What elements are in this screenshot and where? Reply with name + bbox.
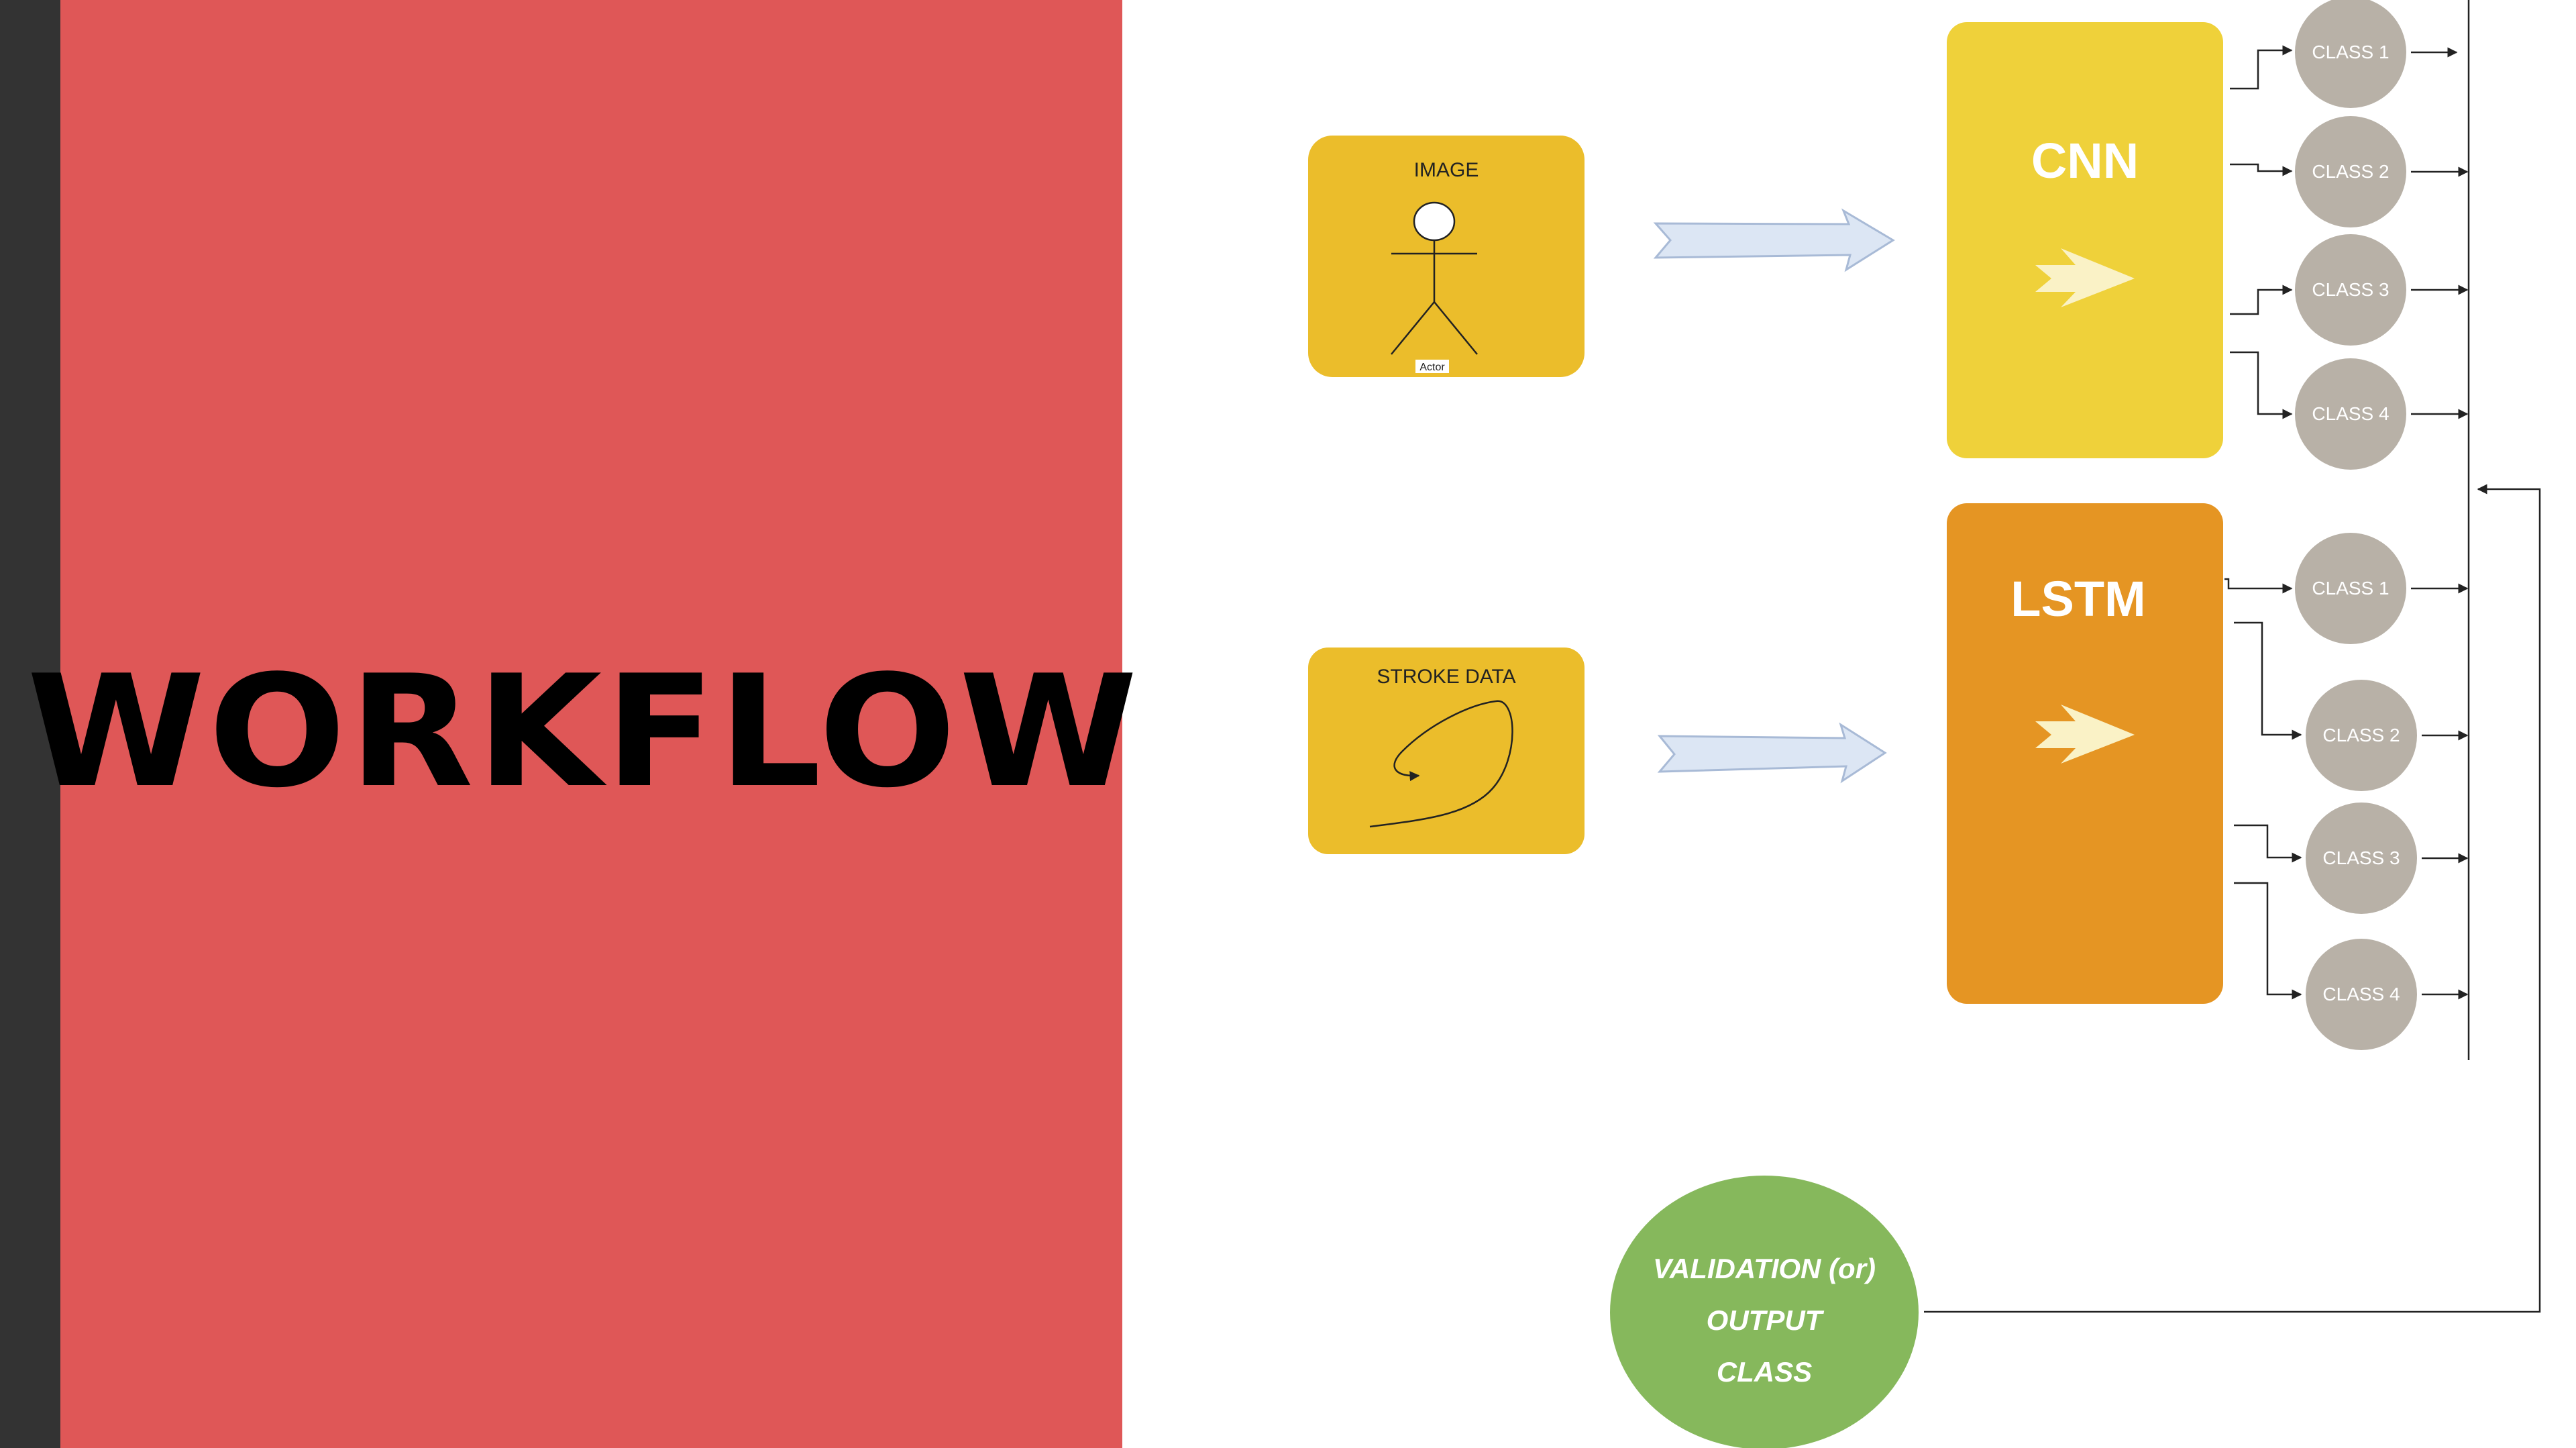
class-output-arrows bbox=[2411, 47, 2469, 1000]
lstm-class-node: CLASS 3 bbox=[2306, 803, 2417, 914]
slide-title: WORKFLOW bbox=[26, 643, 1141, 822]
title-panel bbox=[60, 0, 1122, 1448]
lstm-class-node: CLASS 4 bbox=[2306, 939, 2417, 1050]
lstm-model-node: LSTM bbox=[1947, 503, 2223, 1004]
lstm-class-nodes: CLASS 1 CLASS 2 CLASS 3 CLASS 4 bbox=[2295, 533, 2417, 1050]
stroke-data-input-node: STROKE DATA bbox=[1308, 648, 1585, 854]
svg-text:CLASS 1: CLASS 1 bbox=[2312, 578, 2389, 599]
output-class-node: VALIDATION (or) OUTPUT CLASS bbox=[1610, 1176, 1919, 1448]
svg-text:CLASS 2: CLASS 2 bbox=[2322, 725, 2400, 745]
lstm-arrow-icon bbox=[2035, 705, 2135, 764]
cnn-model-node: CNN bbox=[1947, 22, 2223, 458]
output-line-1: VALIDATION (or) bbox=[1653, 1253, 1876, 1284]
cnn-class-nodes: CLASS 1 CLASS 2 CLASS 3 CLASS 4 bbox=[2295, 0, 2406, 470]
cnn-class-node: CLASS 3 bbox=[2295, 234, 2406, 346]
svg-text:CLASS 3: CLASS 3 bbox=[2312, 279, 2389, 300]
actor-caption: Actor bbox=[1419, 362, 1445, 373]
flow-arrow-image-to-cnn bbox=[1653, 208, 1895, 272]
image-label: IMAGE bbox=[1414, 159, 1479, 181]
cnn-class-node: CLASS 1 bbox=[2295, 0, 2406, 108]
svg-text:CLASS 4: CLASS 4 bbox=[2312, 403, 2389, 424]
output-line-3: CLASS bbox=[1717, 1356, 1812, 1388]
svg-text:CLASS 3: CLASS 3 bbox=[2322, 847, 2400, 868]
output-line-2: OUTPUT bbox=[1707, 1304, 1825, 1336]
lstm-class-node: CLASS 1 bbox=[2295, 533, 2406, 644]
cnn-label: CNN bbox=[2031, 133, 2139, 189]
stroke-squiggle-icon bbox=[1369, 700, 1513, 828]
svg-text:CLASS 1: CLASS 1 bbox=[2312, 42, 2389, 62]
lstm-label: LSTM bbox=[2010, 571, 2145, 627]
lstm-connectors bbox=[2224, 578, 2302, 1000]
lstm-class-node: CLASS 2 bbox=[2306, 680, 2417, 791]
cnn-class-node: CLASS 2 bbox=[2295, 116, 2406, 227]
cnn-arrow-icon bbox=[2035, 248, 2135, 307]
actor-icon bbox=[1391, 201, 1478, 355]
feedback-connector bbox=[1924, 484, 2541, 1313]
cnn-connectors bbox=[2230, 45, 2293, 419]
svg-text:CLASS 2: CLASS 2 bbox=[2312, 161, 2389, 182]
cnn-class-node: CLASS 4 bbox=[2295, 358, 2406, 470]
left-accent-bar bbox=[0, 0, 60, 1448]
flow-arrow-stroke-to-lstm bbox=[1657, 722, 1887, 784]
image-input-node: IMAGE Actor bbox=[1308, 136, 1585, 377]
svg-text:CLASS 4: CLASS 4 bbox=[2322, 984, 2400, 1004]
stroke-data-label: STROKE DATA bbox=[1377, 666, 1515, 688]
